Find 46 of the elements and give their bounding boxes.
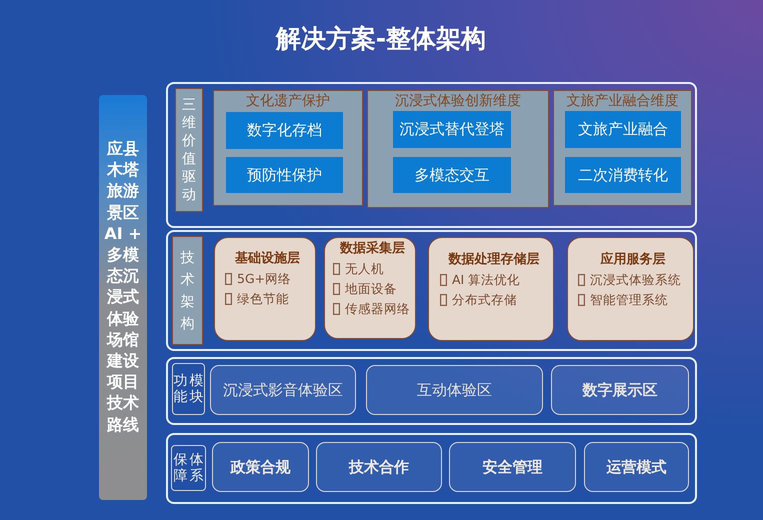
list-item: 无人机 xyxy=(345,260,384,278)
module-box: 沉浸式影音体验区 xyxy=(210,365,356,415)
layer-panel xyxy=(166,433,697,504)
layer-heading: 数据处理存储层 xyxy=(448,251,540,269)
layer-panel xyxy=(166,357,697,425)
list-item: AI 算法优化 xyxy=(452,271,520,289)
layer-heading: 应用服务层 xyxy=(600,251,666,269)
list-item: 绿色节能 xyxy=(237,290,289,308)
list-item: 沉浸式体验系统 xyxy=(590,271,681,289)
layer-card xyxy=(214,237,316,341)
group-heading: 文旅产业融合维度 xyxy=(566,93,678,110)
layer-card xyxy=(428,237,554,341)
feature-box: 多模态交互 xyxy=(393,157,511,193)
dimension-group xyxy=(213,90,363,206)
layer-panel xyxy=(166,82,697,228)
list-item: 智能管理系统 xyxy=(590,291,668,309)
support-box: 安全管理 xyxy=(449,442,576,492)
layer-label: 功能模块 xyxy=(172,363,205,415)
support-box: 技术合作 xyxy=(316,442,442,492)
support-box: 政策合规 xyxy=(212,442,309,492)
list-item: 地面设备 xyxy=(345,280,397,298)
layer-card xyxy=(324,237,416,339)
feature-box: 数字化存档 xyxy=(226,112,343,149)
page-title: 解决方案-整体架构 xyxy=(276,23,486,55)
feature-box: 沉浸式替代登塔 xyxy=(393,111,511,148)
list-item: 5G+网络 xyxy=(237,270,292,288)
feature-box: 文旅产业融合 xyxy=(565,111,681,148)
layer-heading: 基础设施层 xyxy=(235,250,300,268)
layer-label: 保障体系 xyxy=(171,445,206,491)
support-box: 运营模式 xyxy=(584,442,689,492)
dimension-group xyxy=(553,90,692,206)
feature-box: 二次消费转化 xyxy=(565,157,681,193)
project-title-bar: 应县木塔旅游景区AI +多模态沉浸式体验场馆建设项目技术路线 xyxy=(99,95,147,500)
group-heading: 沉浸式体验创新维度 xyxy=(395,93,521,110)
feature-box: 预防性保护 xyxy=(226,157,343,193)
layer-card xyxy=(567,237,694,341)
layer-label: 技术架构 xyxy=(172,236,203,345)
layer-label: 三维价值驱动 xyxy=(175,88,203,212)
list-item: 分布式存储 xyxy=(452,291,517,309)
module-box: 数字展示区 xyxy=(551,365,689,415)
layer-panel xyxy=(166,230,697,351)
group-heading: 文化遗产保护 xyxy=(246,93,330,110)
dimension-group xyxy=(367,90,549,208)
layer-heading: 数据采集层 xyxy=(340,240,405,258)
module-box: 互动体验区 xyxy=(366,365,543,415)
list-item: 传感器网络 xyxy=(345,300,410,318)
